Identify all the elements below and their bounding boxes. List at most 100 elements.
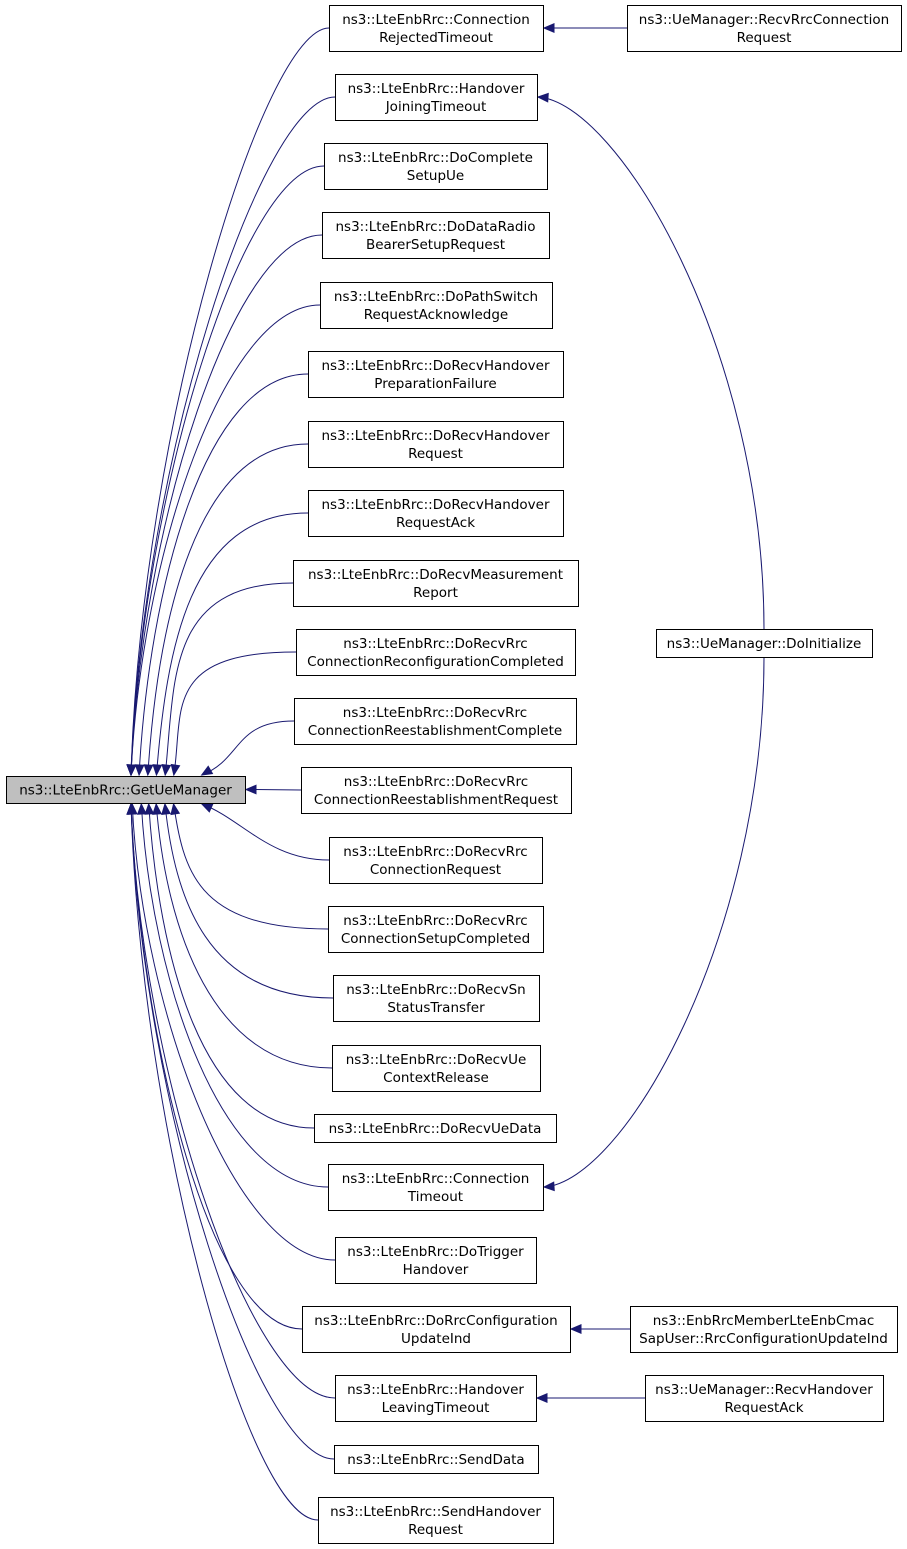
node-box (332, 1045, 541, 1092)
edge-o2-to-c18 (542, 656, 765, 1192)
edge-c5-to-root (126, 304, 321, 777)
node-box (318, 1497, 554, 1544)
caller-node-c11[interactable]: ns3::LteEnbRrc::DoRecvRrcConnectionReest… (294, 698, 577, 745)
caller-node-c22[interactable]: ns3::LteEnbRrc::SendData (334, 1445, 539, 1474)
node-label-line: ns3::LteEnbRrc::DoTrigger (347, 1244, 524, 1260)
node-label-line: ConnectionReestablishmentComplete (308, 723, 562, 739)
edge-line (164, 582, 294, 776)
caller-node-c10[interactable]: ns3::LteEnbRrc::DoRecvRrcConnectionRecon… (296, 629, 576, 676)
node-label-line: JoiningTimeout (385, 99, 487, 115)
edge-arrowhead (126, 802, 137, 815)
edge-arrowhead (126, 764, 137, 777)
node-box (320, 282, 553, 329)
edge-arrowhead (200, 765, 214, 776)
node-label-line: ns3::EnbRrcMemberLteEnbCmac (653, 1313, 875, 1329)
edge-c20-to-root (126, 802, 303, 1330)
outer-caller-node-o3[interactable]: ns3::EnbRrcMemberLteEnbCmacSapUser::RrcC… (630, 1306, 898, 1353)
node-box (630, 1306, 898, 1353)
node-label-line: ns3::LteEnbRrc::DoRecvRrc (344, 774, 528, 790)
node-label-line: Timeout (407, 1189, 463, 1205)
edge-c16-to-root (152, 802, 333, 1069)
caller-node-c5[interactable]: ns3::LteEnbRrc::DoPathSwitchRequestAckno… (320, 282, 553, 329)
caller-node-c13[interactable]: ns3::LteEnbRrc::DoRecvRrcConnectionReque… (329, 837, 543, 884)
call-edges (126, 23, 765, 1521)
root-node-get-ue-manager[interactable]: ns3::LteEnbRrc::GetUeManager (6, 776, 246, 804)
edge-arrowhead (542, 23, 555, 33)
edge-line (148, 803, 315, 1129)
node-label-line: ns3::LteEnbRrc::DoRrcConfiguration (314, 1313, 557, 1329)
node-box (6, 776, 246, 804)
caller-node-c6[interactable]: ns3::LteEnbRrc::DoRecvHandoverPreparatio… (308, 351, 564, 398)
caller-node-c12[interactable]: ns3::LteEnbRrc::DoRecvRrcConnectionReest… (301, 767, 572, 814)
node-box (645, 1375, 884, 1422)
edge-arrowhead (170, 802, 181, 816)
edge-arrowhead (200, 803, 214, 813)
edge-c9-to-root (161, 582, 294, 777)
node-label-line: ns3::LteEnbRrc::DoRecvRrc (343, 913, 527, 929)
node-label-line: Request (408, 1522, 463, 1538)
caller-node-c20[interactable]: ns3::LteEnbRrc::DoRrcConfigurationUpdate… (302, 1306, 571, 1353)
node-label-line: PreparationFailure (374, 376, 496, 392)
edge-line (130, 803, 335, 1460)
node-label-line: Report (413, 585, 458, 601)
caller-node-c14[interactable]: ns3::LteEnbRrc::DoRecvRrcConnectionSetup… (328, 906, 544, 953)
node-label-line: Request (408, 446, 463, 462)
edge-c14-to-root (170, 802, 329, 930)
node-label-line: StatusTransfer (387, 1000, 485, 1016)
edge-o4-to-c21 (535, 1393, 645, 1403)
edge-line (164, 803, 334, 999)
node-label-line: ns3::LteEnbRrc::DoRecvSn (346, 982, 525, 998)
caller-node-c17[interactable]: ns3::LteEnbRrc::DoRecvUeData (314, 1114, 557, 1143)
edge-line (130, 234, 323, 776)
edge-c18-to-root (136, 802, 329, 1188)
outer-caller-node-o2[interactable]: ns3::UeManager::DoInitialize (656, 629, 873, 658)
edge-c13-to-root (200, 803, 330, 861)
edge-o3-to-c20 (569, 1324, 630, 1334)
edge-arrowhead (143, 764, 154, 777)
edge-c8-to-root (152, 512, 309, 777)
edge-line (130, 803, 319, 1521)
graph-nodes: ns3::LteEnbRrc::GetUeManagerns3::LteEnbR… (6, 5, 902, 1544)
node-label-line: ConnectionRequest (370, 862, 501, 878)
edge-arrowhead (569, 1324, 582, 1334)
node-box (324, 143, 548, 190)
node-box (322, 212, 550, 259)
edge-line (173, 651, 297, 776)
node-label-line: ns3::LteEnbRrc::DoRecvHandover (321, 428, 549, 444)
node-box (329, 837, 543, 884)
edge-c6-to-root (134, 373, 309, 777)
caller-node-c1[interactable]: ns3::LteEnbRrc::ConnectionRejectedTimeou… (329, 5, 544, 52)
edge-line (131, 803, 336, 1261)
edge-c4-to-root (126, 234, 323, 777)
edge-c17-to-root (144, 802, 315, 1129)
node-label-line: ns3::LteEnbRrc::DoRecvHandover (321, 358, 549, 374)
node-box (296, 629, 576, 676)
caller-node-c4[interactable]: ns3::LteEnbRrc::DoDataRadioBearerSetupRe… (322, 212, 550, 259)
node-label-line: ns3::LteEnbRrc::DoRecvUeData (329, 1121, 542, 1137)
node-box (293, 560, 579, 607)
edge-line (173, 803, 329, 930)
edge-arrowhead (134, 764, 145, 777)
node-box (302, 1306, 571, 1353)
node-label-line: BearerSetupRequest (366, 237, 505, 253)
node-label-line: RequestAck (724, 1400, 803, 1416)
edge-line (543, 656, 765, 1188)
edge-line (201, 720, 295, 776)
edge-line (537, 96, 765, 630)
node-label-line: ns3::UeManager::RecvRrcConnection (639, 12, 889, 28)
edge-c11-to-root (200, 720, 295, 776)
